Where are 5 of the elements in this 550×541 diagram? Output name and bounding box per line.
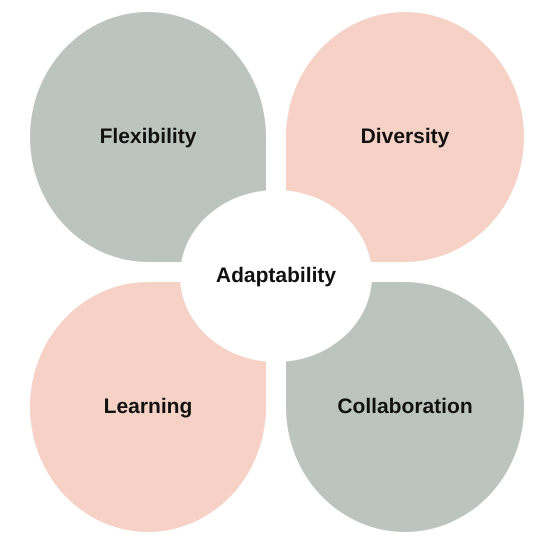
node-label: Adaptability	[216, 264, 336, 288]
node-label: Diversity	[360, 125, 450, 149]
node-label: Collaboration	[337, 395, 473, 419]
node-label: Learning	[104, 395, 192, 419]
node-label: Flexibility	[100, 125, 196, 149]
